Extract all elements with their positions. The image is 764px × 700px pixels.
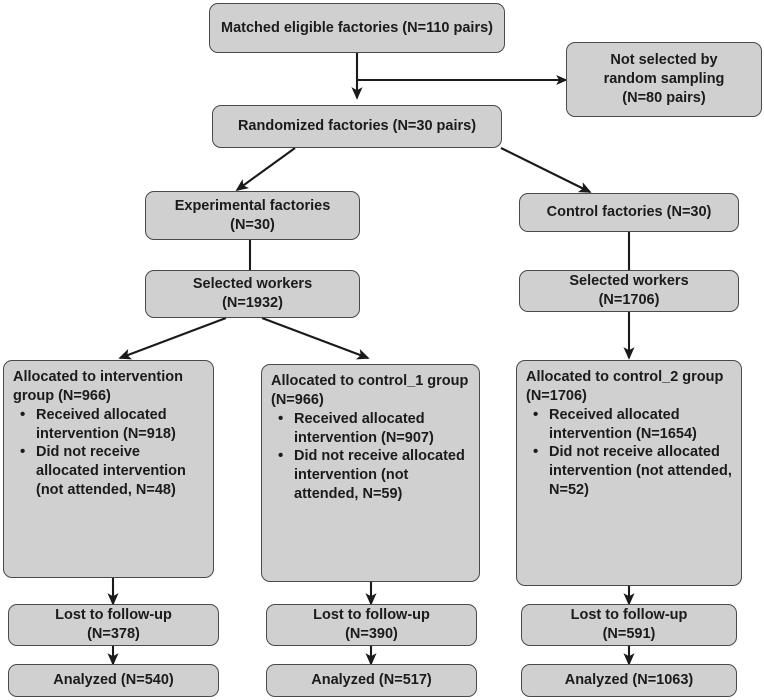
node-control-factories[interactable]: Control factories (N=30) <box>519 193 739 232</box>
lost-control2-label: Lost to follow-up (N=591) <box>571 606 688 644</box>
lost-control2-line2: (N=591) <box>602 626 656 642</box>
selected-workers-ctrl-label: Selected workers (N=1706) <box>569 272 688 310</box>
alloc-intervention-bullet-2: Did not receive allocated intervention (… <box>36 444 186 499</box>
experimental-line1: Experimental factories <box>174 197 331 214</box>
node-not-selected-label: Not selected by random sampling (N=80 pa… <box>604 51 725 108</box>
edge-workers-to-intervention <box>118 317 227 360</box>
lost-intervention-line1: Lost to follow-up <box>55 607 172 624</box>
selected-workers-ctrl-line2: (N=1706) <box>598 292 660 308</box>
node-matched-eligible-label: Matched eligible factories (N=110 pairs) <box>221 19 493 36</box>
node-allocated-control-2-group[interactable]: Allocated to control_2 group (N=1706) • … <box>516 360 742 586</box>
node-lost-to-followup-intervention[interactable]: Lost to follow-up (N=378) <box>8 604 219 646</box>
list-item: • Did not receive allocated intervention… <box>278 447 471 504</box>
edge-randomized-to-experimental <box>235 147 296 192</box>
alloc-control1-bullet-2: Did not receive allocated intervention (… <box>294 448 465 503</box>
alloc-control1-bullet-1: Received allocated intervention (N=907) <box>294 410 434 446</box>
lost-intervention-line2: (N=378) <box>87 626 140 642</box>
analyzed-intervention-label: Analyzed (N=540) <box>53 672 174 689</box>
bullet-glyph: • <box>278 447 284 465</box>
alloc-intervention-bullets: • Received allocated intervention (N=918… <box>13 406 205 500</box>
edge-workers-to-control1 <box>261 317 370 360</box>
node-experimental-label: Experimental factories (N=30) <box>175 197 331 235</box>
list-item: • Received allocated intervention (N=907… <box>278 410 471 448</box>
node-analyzed-intervention[interactable]: Analyzed (N=540) <box>8 664 219 697</box>
node-allocated-control-1-group[interactable]: Allocated to control_1 group (N=966) • R… <box>261 364 480 582</box>
selected-workers-exp-line1: Selected workers <box>192 276 313 293</box>
alloc-intervention-bullet-1: Received allocated intervention (N=918) <box>36 406 176 442</box>
node-analyzed-control-2[interactable]: Analyzed (N=1063) <box>521 664 737 697</box>
node-selected-workers-experimental[interactable]: Selected workers (N=1932) <box>145 270 360 318</box>
node-matched-eligible-factories[interactable]: Matched eligible factories (N=110 pairs) <box>209 3 505 53</box>
not-selected-line1: Not selected by <box>610 52 718 69</box>
alloc-control2-bullets: • Received allocated intervention (N=165… <box>526 406 733 500</box>
bullet-glyph: • <box>20 443 26 461</box>
selected-workers-exp-label: Selected workers (N=1932) <box>193 275 312 313</box>
alloc-intervention-head: Allocated to intervention group (N=966) <box>13 369 183 404</box>
list-item: • Received allocated intervention (N=918… <box>20 406 205 444</box>
list-item: • Did not receive allocated intervention… <box>20 443 205 500</box>
lost-intervention-label: Lost to follow-up (N=378) <box>55 606 172 644</box>
node-not-selected-random-sampling[interactable]: Not selected by random sampling (N=80 pa… <box>566 42 762 117</box>
node-allocated-intervention-group[interactable]: Allocated to intervention group (N=966) … <box>3 360 214 578</box>
lost-control2-line1: Lost to follow-up <box>570 607 688 624</box>
node-control-factories-label: Control factories (N=30) <box>546 204 712 221</box>
selected-workers-ctrl-line1: Selected workers <box>569 273 689 290</box>
lost-control1-label: Lost to follow-up (N=390) <box>313 606 430 644</box>
alloc-control1-bullets: • Received allocated intervention (N=907… <box>271 410 471 504</box>
node-analyzed-control-1[interactable]: Analyzed (N=517) <box>266 664 477 697</box>
node-experimental-factories[interactable]: Experimental factories (N=30) <box>145 191 360 240</box>
bullet-glyph: • <box>533 443 539 461</box>
bullet-glyph: • <box>278 409 284 427</box>
list-item: • Received allocated intervention (N=165… <box>533 406 733 444</box>
bullet-glyph: • <box>533 405 539 423</box>
not-selected-line2: random sampling <box>603 71 725 88</box>
experimental-line2: (N=30) <box>230 216 275 233</box>
not-selected-line3: (N=80 pairs) <box>622 89 706 106</box>
lost-control1-line1: Lost to follow-up <box>313 607 430 624</box>
edge-randomized-to-control <box>500 147 592 193</box>
selected-workers-exp-line2: (N=1932) <box>222 295 283 311</box>
alloc-control2-bullet-2: Did not receive allocated intervention (… <box>549 444 732 499</box>
node-randomized-label: Randomized factories (N=30 pairs) <box>237 118 477 135</box>
node-lost-to-followup-control-2[interactable]: Lost to follow-up (N=591) <box>521 604 737 646</box>
analyzed-control2-label: Analyzed (N=1063) <box>564 672 694 689</box>
bullet-glyph: • <box>20 405 26 423</box>
lost-control1-line2: (N=390) <box>345 626 398 642</box>
alloc-control1-head: Allocated to control_1 group (N=966) <box>271 373 469 408</box>
node-randomized-factories[interactable]: Randomized factories (N=30 pairs) <box>212 105 502 148</box>
alloc-control2-head: Allocated to control_2 group (N=1706) <box>526 369 724 404</box>
analyzed-control1-label: Analyzed (N=517) <box>311 672 432 689</box>
node-lost-to-followup-control-1[interactable]: Lost to follow-up (N=390) <box>266 604 477 646</box>
list-item: • Did not receive allocated intervention… <box>533 443 733 500</box>
node-selected-workers-control[interactable]: Selected workers (N=1706) <box>519 270 739 312</box>
alloc-control2-bullet-1: Received allocated intervention (N=1654) <box>549 406 697 442</box>
